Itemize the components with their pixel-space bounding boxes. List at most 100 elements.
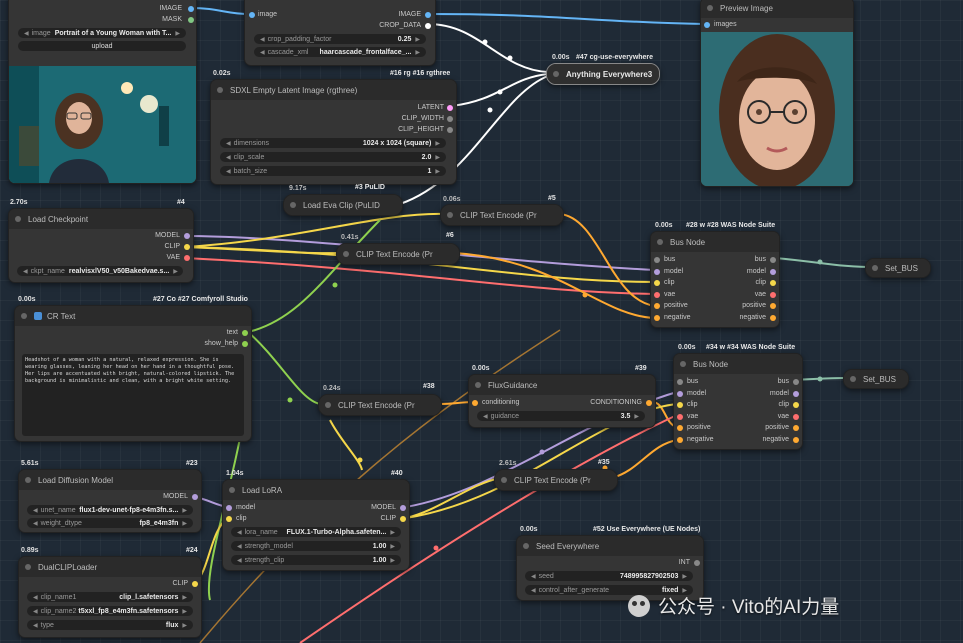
arrow-left-icon[interactable]: ◀ xyxy=(531,573,536,580)
arrow-left-icon[interactable]: ◀ xyxy=(33,622,38,629)
collapse-dot-icon[interactable] xyxy=(229,487,235,493)
output-show-help[interactable]: show_help xyxy=(204,340,238,347)
socket-show-help[interactable] xyxy=(242,341,248,347)
socket-in[interactable] xyxy=(677,390,683,397)
socket-clip-width[interactable] xyxy=(447,116,453,122)
bus-input[interactable]: negative xyxy=(664,313,691,321)
output-image[interactable]: IMAGE xyxy=(159,5,182,12)
load-image-node[interactable]: IMAGE MASK ◀ image Portrait of a Young W… xyxy=(8,0,197,184)
socket-int[interactable] xyxy=(694,560,700,566)
collapse-dot-icon[interactable] xyxy=(25,564,31,570)
socket-out[interactable] xyxy=(770,314,776,321)
clip-text-encode-35-node[interactable]: CLIP Text Encode (Pr xyxy=(494,469,618,491)
socket-model-out[interactable] xyxy=(400,505,406,511)
bus-output[interactable]: positive xyxy=(765,424,789,431)
socket-out[interactable] xyxy=(770,291,776,298)
arrow-right-icon[interactable]: ▶ xyxy=(182,520,187,527)
set-bus-node-2[interactable]: Set_BUS xyxy=(843,369,909,389)
output-latent[interactable]: LATENT xyxy=(417,104,444,111)
arrow-right-icon[interactable]: ▶ xyxy=(182,622,187,629)
socket-clip-height[interactable] xyxy=(447,127,453,133)
arrow-left-icon[interactable]: ◀ xyxy=(226,154,231,161)
seed-everywhere-node[interactable]: Seed Everywhere INT ◀ seed 7489958279025… xyxy=(516,535,704,601)
bus-input[interactable]: clip xyxy=(687,401,698,408)
socket-mask[interactable] xyxy=(188,17,194,23)
output-model[interactable]: MODEL xyxy=(163,493,188,500)
socket-out[interactable] xyxy=(793,390,799,397)
socket-out[interactable] xyxy=(770,257,776,263)
node-header[interactable]: CLIP Text Encode (Pr xyxy=(441,205,563,225)
input-image[interactable]: image xyxy=(258,11,278,18)
output-clip[interactable]: CLIP xyxy=(164,243,180,250)
arrow-left-icon[interactable]: ◀ xyxy=(483,413,488,420)
arrow-left-icon[interactable]: ◀ xyxy=(260,36,265,43)
arrow-left-icon[interactable]: ◀ xyxy=(33,507,38,514)
arrow-right-icon[interactable]: ▶ xyxy=(415,49,420,56)
arrow-right-icon[interactable]: ▶ xyxy=(682,587,687,594)
output-clip[interactable]: CLIP xyxy=(172,580,188,587)
collapse-dot-icon[interactable] xyxy=(15,216,21,222)
arrow-left-icon[interactable]: ◀ xyxy=(33,520,38,527)
clip-text-encode-5-node[interactable]: CLIP Text Encode (Pr xyxy=(440,204,564,226)
collapse-dot-icon[interactable] xyxy=(25,477,31,483)
clip-text-encode-38-node[interactable]: CLIP Text Encode (Pr xyxy=(318,394,442,416)
bus-input[interactable]: model xyxy=(664,267,684,275)
node-header[interactable]: FluxGuidance xyxy=(469,375,655,395)
output-image[interactable]: IMAGE xyxy=(398,11,421,18)
load-lora-node[interactable]: Load LoRA model clip MODEL CLIP ◀ lora_n… xyxy=(222,479,410,571)
socket-image-out[interactable] xyxy=(425,12,431,18)
socket-vae[interactable] xyxy=(184,255,190,261)
arrow-left-icon[interactable]: ◀ xyxy=(260,49,265,56)
strength-model-widget[interactable]: ◀ strength_model 1.00 ▶ xyxy=(231,541,401,551)
load-checkpoint-node[interactable]: Load Checkpoint MODEL CLIP VAE ◀ ckpt_na… xyxy=(8,208,194,283)
output-int[interactable]: INT xyxy=(678,559,690,566)
ckpt-name-widget[interactable]: ◀ ckpt_name realvisxlV50_v50Bakedvae.s..… xyxy=(17,266,183,276)
socket-out[interactable] xyxy=(793,402,799,408)
clip-scale-widget[interactable]: ◀ clip_scale 2.0 ▶ xyxy=(220,152,446,162)
arrow-right-icon[interactable]: ▶ xyxy=(390,557,395,564)
bus-input[interactable]: positive xyxy=(664,302,688,309)
collapse-dot-icon[interactable] xyxy=(447,212,453,218)
anything-everywhere-node[interactable]: Anything Everywhere3 xyxy=(546,63,660,85)
arrow-left-icon[interactable]: ◀ xyxy=(23,268,28,275)
socket-clip[interactable] xyxy=(192,581,198,587)
flux-guidance-node[interactable]: FluxGuidance conditioning CONDITIONING ◀… xyxy=(468,374,656,428)
arrow-right-icon[interactable]: ▶ xyxy=(182,608,187,615)
node-header[interactable]: CR Text xyxy=(15,306,251,326)
socket-images[interactable] xyxy=(704,22,710,28)
bus-output[interactable]: clip xyxy=(755,279,766,286)
node-header[interactable]: Bus Node xyxy=(651,232,779,252)
upload-button[interactable]: upload xyxy=(18,41,186,51)
arrow-left-icon[interactable]: ◀ xyxy=(237,529,242,536)
bus-output[interactable]: bus xyxy=(754,256,766,263)
socket-in[interactable] xyxy=(654,291,660,298)
arrow-left-icon[interactable]: ◀ xyxy=(226,140,231,147)
bus-input[interactable]: positive xyxy=(687,424,711,431)
collapse-dot-icon[interactable] xyxy=(850,376,856,382)
collapse-dot-icon[interactable] xyxy=(872,265,878,271)
arrow-left-icon[interactable]: ◀ xyxy=(237,557,242,564)
node-header[interactable]: Seed Everywhere xyxy=(517,536,703,556)
arrow-left-icon[interactable]: ◀ xyxy=(33,594,38,601)
collapse-dot-icon[interactable] xyxy=(217,87,223,93)
socket-crop-data[interactable] xyxy=(425,23,431,29)
arrow-right-icon[interactable]: ▶ xyxy=(634,413,639,420)
arrow-right-icon[interactable]: ▶ xyxy=(435,140,440,147)
output-conditioning[interactable]: CONDITIONING xyxy=(590,399,642,406)
socket-in[interactable] xyxy=(677,413,683,420)
arrow-right-icon[interactable]: ▶ xyxy=(415,36,420,43)
bus-output[interactable]: clip xyxy=(778,401,789,408)
socket-text[interactable] xyxy=(242,330,248,336)
input-images[interactable]: images xyxy=(714,21,737,28)
collapse-dot-icon[interactable] xyxy=(475,382,481,388)
bus-output[interactable]: negative xyxy=(762,435,789,443)
clip-type-widget[interactable]: ◀ type flux ▶ xyxy=(27,620,193,630)
seed-widget[interactable]: ◀ seed 748995827902503 ▶ xyxy=(525,571,693,581)
output-crop-data[interactable]: CROP_DATA xyxy=(379,22,421,29)
preview-image-node[interactable]: Preview Image images xyxy=(700,0,854,187)
output-clip[interactable]: CLIP xyxy=(380,515,396,522)
collapse-dot-icon[interactable] xyxy=(290,202,296,208)
lora-name-widget[interactable]: ◀ lora_name FLUX.1-Turbo-Alpha.safeten..… xyxy=(231,527,401,537)
